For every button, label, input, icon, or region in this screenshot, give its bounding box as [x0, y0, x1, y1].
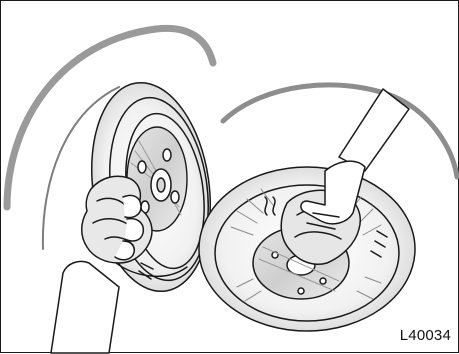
figure-code-label: L40034 — [400, 327, 451, 344]
